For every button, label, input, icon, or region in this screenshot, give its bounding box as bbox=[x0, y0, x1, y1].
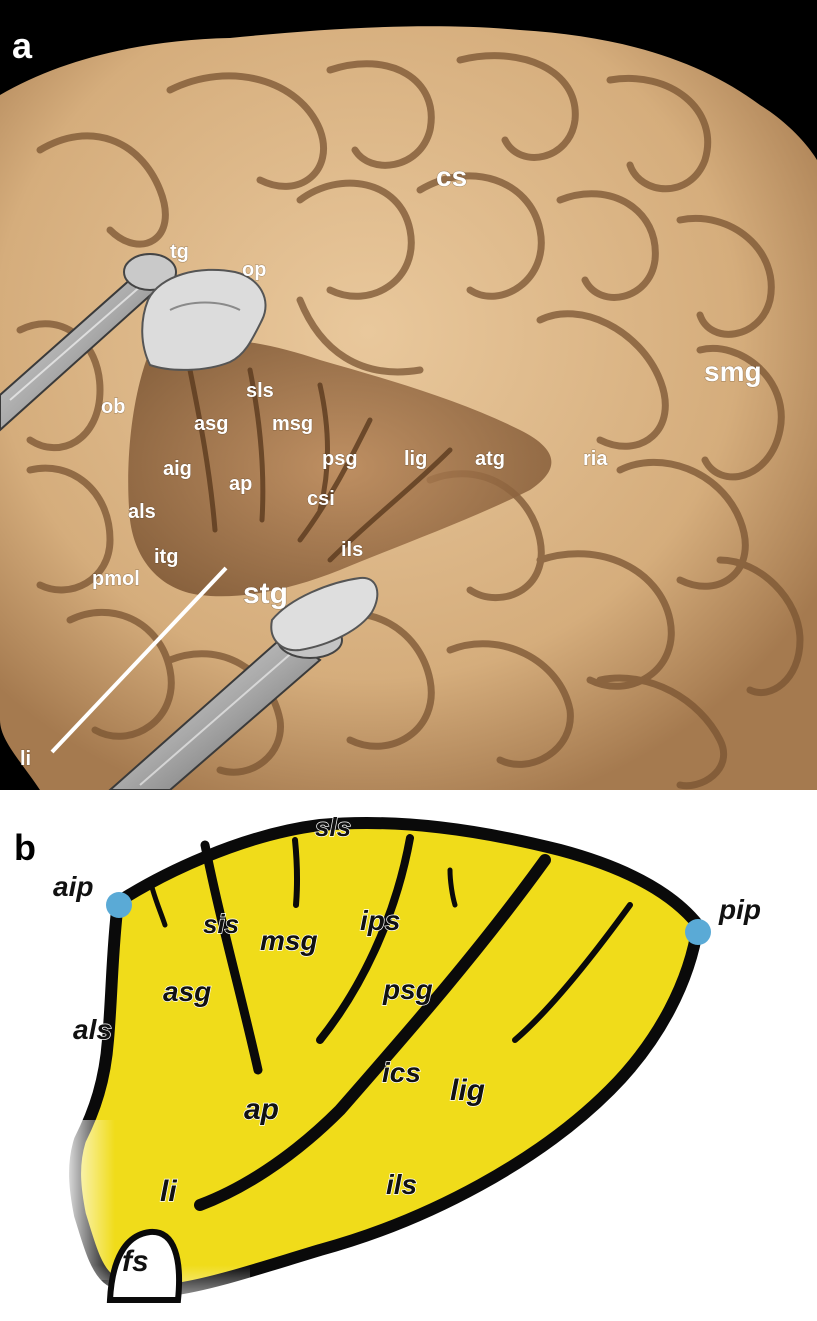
label-als: als bbox=[128, 501, 156, 523]
label-aig: aig bbox=[163, 458, 192, 480]
frontal-stem-notch bbox=[106, 1228, 183, 1303]
label-b-ips: ips bbox=[360, 905, 400, 936]
label-li: li bbox=[20, 748, 31, 770]
retractor-blade bbox=[141, 268, 267, 371]
label-b-li: li bbox=[160, 1175, 177, 1208]
label-op: op bbox=[242, 259, 266, 281]
label-ria: ria bbox=[583, 448, 608, 470]
label-b-psg: psg bbox=[382, 974, 433, 1005]
label-b-ils: ils bbox=[386, 1169, 417, 1200]
panel-letter-b: b bbox=[14, 827, 36, 868]
lower-retractor bbox=[107, 576, 379, 791]
panel-a-photo: a cs tg op smg sls ob asg msg psg lig at… bbox=[0, 0, 817, 791]
label-msg: msg bbox=[272, 413, 313, 435]
upper-retractor bbox=[0, 253, 267, 432]
label-ob: ob bbox=[101, 396, 125, 418]
label-b-msg: msg bbox=[260, 925, 318, 956]
panel-letter-a: a bbox=[12, 25, 33, 66]
label-pmol: pmol bbox=[92, 568, 140, 590]
label-b-aip: aip bbox=[53, 871, 93, 902]
pip-point bbox=[685, 919, 711, 945]
panel-b-diagram: b sls aip pip sis msg ips as bbox=[0, 790, 817, 1321]
gyral-folds bbox=[16, 52, 804, 790]
label-b-als: als bbox=[73, 1014, 112, 1045]
label-atg: atg bbox=[475, 448, 505, 470]
label-lig: lig bbox=[404, 448, 427, 470]
label-b-asg: asg bbox=[163, 976, 211, 1007]
label-itg: itg bbox=[154, 546, 178, 568]
label-smg: smg bbox=[704, 356, 762, 387]
label-b-sis: sis bbox=[203, 909, 239, 939]
diagram-labels: sls aip pip sis msg ips asg psg als ics … bbox=[52, 811, 761, 1278]
label-b-pip: pip bbox=[718, 894, 761, 925]
insular-gyri bbox=[187, 367, 453, 563]
label-ap: ap bbox=[229, 473, 252, 495]
label-cs: cs bbox=[436, 161, 467, 192]
label-psg: psg bbox=[322, 448, 358, 470]
retractor-blade-lower bbox=[270, 576, 379, 652]
insula-exposed bbox=[128, 339, 552, 597]
label-asg: asg bbox=[194, 413, 228, 435]
label-b-ics: ics bbox=[382, 1057, 421, 1088]
li-indicator-line bbox=[50, 566, 228, 754]
label-tg: tg bbox=[170, 241, 189, 263]
left-fade bbox=[60, 1120, 115, 1280]
aip-point bbox=[106, 892, 132, 918]
label-ils: ils bbox=[341, 539, 363, 561]
label-csi: csi bbox=[307, 488, 335, 510]
retractor-hinge bbox=[123, 253, 177, 291]
label-b-lig: lig bbox=[450, 1074, 485, 1107]
label-b-fs: fs bbox=[122, 1245, 149, 1278]
label-b-ap: ap bbox=[244, 1093, 279, 1126]
label-sls: sls bbox=[246, 380, 274, 402]
label-b-sls: sls bbox=[315, 812, 351, 842]
photo-labels: cs tg op smg sls ob asg msg psg lig atg … bbox=[20, 161, 763, 771]
insular-sulci bbox=[147, 834, 633, 1211]
label-stg: stg bbox=[243, 577, 288, 610]
